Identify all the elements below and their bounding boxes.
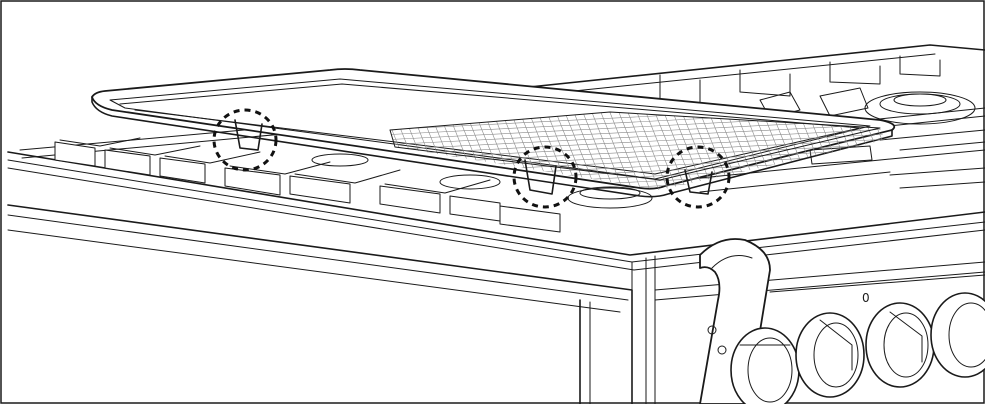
knob-indicator-mark: 0: [862, 291, 870, 305]
callouts: [212, 108, 731, 209]
knob-1: [730, 327, 800, 404]
griddle-foot-callout-right: [665, 145, 731, 209]
cooktop-body: [7, 151, 985, 404]
left-burner-grates: [19, 124, 653, 233]
griddle-foot-callout-left: [212, 108, 278, 172]
right-burner-grates: [519, 44, 985, 193]
griddle-plate: [91, 68, 896, 198]
knob-4: [930, 292, 985, 378]
knob-3: [865, 302, 935, 388]
knob-2: [795, 312, 865, 398]
griddle-foot-callout-center: [512, 145, 578, 209]
control-knobs: 0: [730, 291, 985, 404]
